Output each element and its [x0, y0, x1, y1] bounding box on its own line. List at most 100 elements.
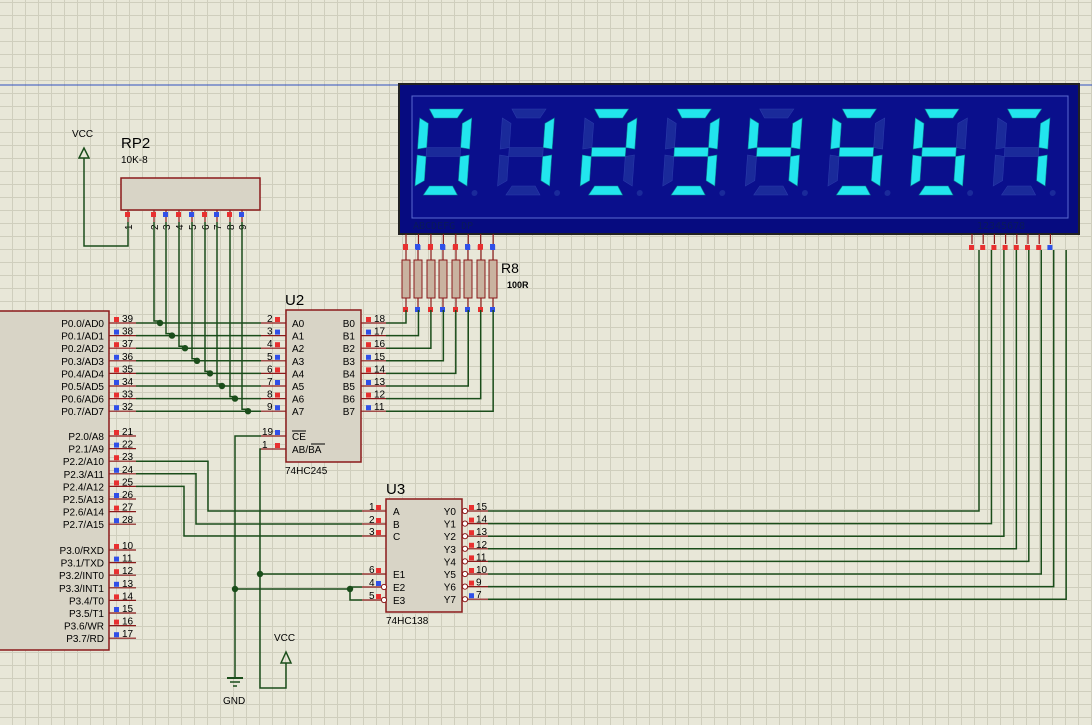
mcu-pin-name: P0.4/AD4 [61, 369, 104, 380]
segment-d [670, 185, 706, 196]
wire-group [136, 222, 1067, 689]
segment-a [676, 108, 712, 119]
wire [386, 310, 407, 324]
rp2-pin-number: 3 [162, 224, 173, 230]
segment-g [1003, 147, 1040, 157]
u2-pin-number: 8 [267, 390, 273, 401]
mcu-pin-name: P0.1/AD1 [61, 332, 104, 343]
wire [488, 250, 1067, 600]
u2-pin-name: A6 [292, 395, 305, 406]
mcu-pin-number: 12 [122, 566, 134, 577]
pin-state-marker [376, 581, 381, 586]
pin-state-marker [469, 517, 474, 523]
mcu-pin-number: 23 [122, 452, 134, 463]
gnd-terminal[interactable]: GND [223, 677, 245, 707]
junction-dot [206, 370, 214, 377]
pin-state-marker [469, 505, 474, 510]
rp2-pin-number: 1 [124, 224, 135, 230]
u2-pin-name: B3 [343, 357, 356, 368]
segment-c [788, 154, 800, 187]
segment-dp [554, 190, 561, 196]
wire [153, 222, 161, 323]
segment-a [841, 108, 877, 119]
inversion-bubble [461, 583, 469, 590]
u3-pin-number: 4 [369, 578, 375, 589]
pin-state-marker [114, 367, 119, 373]
pin-state-marker [376, 530, 381, 535]
common-pin-label: 12345678 [977, 221, 1025, 232]
resistor-array[interactable]: R8 100R [401, 244, 529, 312]
inversion-bubble [461, 507, 469, 515]
mcu-pin-number: 15 [122, 604, 134, 615]
mcu-pin-name: P2.5/A13 [63, 495, 105, 506]
segment-a [594, 108, 630, 119]
mcu-pin-number: 28 [122, 515, 134, 526]
segment-d [588, 185, 624, 196]
pin-state-marker [490, 307, 495, 312]
segment-f [912, 117, 925, 150]
wire [386, 310, 432, 349]
mcu-pin-number: 21 [122, 427, 134, 438]
mcu-pin-name: P0.2/AD2 [61, 344, 104, 355]
u3-body [385, 498, 463, 613]
seven-segment-display[interactable]: ABCDEFG DP 12345678 [398, 83, 1080, 250]
u3-pin-name: A [393, 507, 400, 518]
u3-pin-number: 15 [476, 502, 488, 513]
wire [488, 250, 1030, 563]
pin-state-marker [366, 342, 371, 348]
segment-c [1036, 154, 1048, 187]
vcc-terminal-2[interactable]: VCC [274, 633, 295, 664]
mcu-pin-name: P3.3/INT1 [59, 584, 104, 595]
segment-g [756, 147, 792, 157]
segment-d [918, 185, 954, 196]
resistor-body [401, 259, 411, 299]
pin-state-marker [114, 493, 119, 498]
u2-pin-name: B4 [343, 369, 356, 380]
pin-state-marker [114, 544, 119, 549]
u3-pin-number: 13 [476, 527, 488, 538]
mcu-pin-name: P0.7/AD7 [61, 407, 104, 418]
rp2-value: 10K-8 [121, 155, 148, 166]
pin-state-marker [469, 568, 474, 573]
vcc-terminal-1[interactable]: VCC [72, 129, 129, 247]
u2-pin-number: 5 [267, 352, 273, 363]
pin-state-marker [114, 607, 119, 612]
pin-state-marker [969, 245, 974, 250]
pin-state-marker [275, 367, 280, 373]
segment-b [790, 117, 803, 150]
inversion-bubble [461, 596, 469, 603]
pin-state-marker [469, 542, 474, 548]
junction-dot [218, 382, 226, 390]
pin-state-marker [275, 380, 280, 385]
mcu-pin-number: 34 [122, 377, 134, 388]
gnd-label: GND [223, 696, 245, 707]
wire [136, 460, 362, 512]
mcu-pin-number: 22 [122, 440, 134, 451]
segment-dp [471, 190, 478, 196]
u2-pin-number: 2 [267, 314, 273, 325]
mcu-pin-name: P0.6/AD6 [61, 395, 104, 406]
wire [136, 473, 362, 525]
segment-a [924, 108, 960, 119]
junction-dot [244, 408, 252, 415]
digit-2 [579, 108, 643, 196]
wire [488, 250, 980, 512]
pin-state-marker [366, 392, 371, 398]
wire [386, 310, 445, 362]
pin-state-marker [202, 212, 207, 217]
junction-dot [156, 319, 164, 327]
segment-d [505, 185, 541, 196]
u2-part: 74HC245 [285, 466, 328, 477]
wire [165, 222, 173, 336]
mcu-pin-number: 36 [122, 352, 134, 363]
u2-pin-name: A2 [292, 344, 305, 355]
pin-state-marker [114, 329, 119, 335]
pin-state-marker [465, 307, 470, 312]
